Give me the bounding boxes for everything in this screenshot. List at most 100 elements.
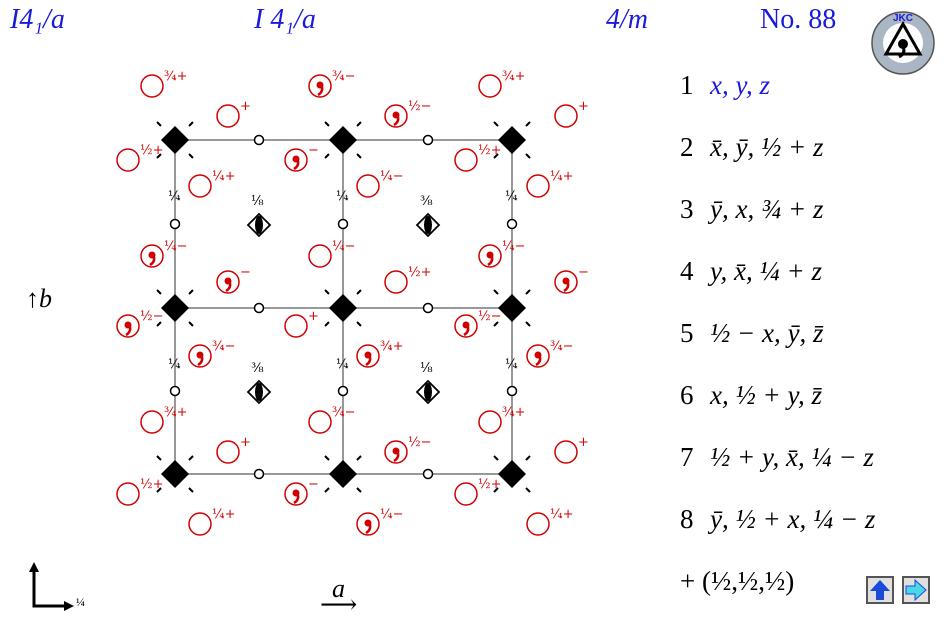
general-position-circle: ½+	[384, 265, 432, 294]
position-height-label: ½+	[140, 477, 164, 492]
height-indicator-label: ¼	[76, 595, 85, 609]
height-indicator-icon: ¼	[29, 562, 85, 611]
general-position-circle: +	[554, 99, 589, 128]
general-position-circle: −	[216, 265, 251, 294]
position-height-label: ¾+	[164, 405, 188, 420]
general-position-circle: ¼−	[140, 239, 188, 268]
position-height-label: ¼−	[332, 239, 356, 254]
general-position-circle: ¾+	[140, 405, 188, 434]
general-position-circle: ½−	[384, 99, 432, 128]
inversion-height-label: ⅛	[251, 194, 264, 209]
general-position-circle: ¼+	[526, 507, 574, 536]
space-group-number: No. 88	[760, 4, 837, 35]
general-position-circle: ¾−	[188, 339, 236, 368]
inversion-centre-icon	[337, 385, 349, 397]
general-position-circle: +	[216, 99, 251, 128]
position-height-label: ¼+	[212, 169, 236, 184]
general-position-circle: ½+	[454, 477, 502, 506]
position-height-label: ½+	[140, 143, 164, 158]
general-position-circle: −	[284, 477, 319, 506]
position-height-label: −	[308, 477, 319, 492]
general-position-circle: ¾−	[526, 339, 574, 368]
position-height-label: ½+	[478, 477, 502, 492]
general-position-circle: ½+	[116, 477, 164, 506]
rotoinversion-axis-symbol	[493, 455, 531, 493]
inversion-centre-icon	[253, 468, 265, 480]
rotoinversion-axis-symbol	[324, 289, 362, 327]
point-group: 4/m	[606, 4, 648, 35]
general-position-circle: ¼+	[526, 169, 574, 198]
position-height-label: +	[308, 309, 319, 324]
position-height-label: ¾−	[332, 69, 356, 84]
position-height-label: ¾−	[332, 405, 356, 420]
screw-axis-symbol: ⅛	[415, 361, 441, 405]
general-position-circle: ¼−	[308, 239, 356, 268]
next-button[interactable]	[902, 576, 930, 604]
position-height-label: ½−	[478, 309, 502, 324]
position-height-label: +	[240, 99, 251, 114]
inversion-centre-icon	[506, 385, 518, 397]
inversion-centre-icon	[169, 218, 181, 230]
general-position-circle: ½−	[116, 309, 164, 338]
inversion-centre-icon	[337, 218, 349, 230]
general-position-circle: ¾+	[478, 69, 526, 98]
general-position-circle: ¼+	[188, 169, 236, 198]
position-height-label: ¼+	[550, 169, 574, 184]
inversion-centre-icon	[169, 385, 181, 397]
full-symbol: I 4₁/a	[254, 4, 316, 35]
general-position-circle: ¾+	[140, 69, 188, 98]
general-position-circle: +	[284, 309, 319, 338]
screw-axis-symbol: ⅛	[246, 194, 272, 238]
rotoinversion-axis-symbol	[156, 121, 194, 159]
height-label: ¼	[505, 357, 518, 372]
general-positions: ¾+¾−¾++½−+½+−½+¼+¼−¼+¼−¼−¼−−½+−½−+½−¾−¾+…	[116, 69, 589, 536]
position-height-label: ¼−	[164, 239, 188, 254]
position-height-label: ¼−	[380, 507, 404, 522]
general-position-circle: +	[216, 435, 251, 464]
rotoinversion-axis-symbol	[324, 455, 362, 493]
inversion-centre-icon	[422, 468, 434, 480]
general-position-circle: ¼+	[188, 507, 236, 536]
screw-axis-symbol: ⅜	[246, 361, 272, 405]
rotoinversion-axis-symbol	[324, 121, 362, 159]
up-button[interactable]	[866, 576, 894, 604]
inversion-centre-icon	[506, 218, 518, 230]
position-height-label: ½+	[408, 265, 432, 280]
general-position-circle: ¾−	[308, 69, 356, 98]
position-height-label: −	[578, 265, 589, 280]
screw-axis-symbol: ⅜	[415, 194, 441, 238]
general-position-circle: ¾+	[478, 405, 526, 434]
position-height-label: −	[308, 143, 319, 158]
centering-translation: + (½,½,½)	[680, 566, 795, 596]
rotoinversion-axis-symbol	[493, 121, 531, 159]
position-height-label: ¼−	[502, 239, 526, 254]
height-label: ¼	[336, 189, 349, 204]
general-position-circle: ¼−	[356, 169, 404, 198]
short-symbol: I4₁/a	[10, 4, 65, 35]
position-height-label: ¾+	[380, 339, 404, 354]
inversion-height-label: ⅛	[420, 361, 433, 376]
position-height-label: ¾+	[502, 69, 526, 84]
height-label: ¼	[336, 357, 349, 372]
jkc-logo[interactable]: JKC	[870, 10, 936, 76]
general-position-circle: +	[554, 435, 589, 464]
position-height-label: ½+	[478, 143, 502, 158]
height-label: ¼	[168, 357, 181, 372]
position-height-label: ¾+	[164, 69, 188, 84]
inversion-centre-icon	[422, 302, 434, 314]
height-label: ¼	[168, 189, 181, 204]
inversion-centre-icon	[253, 302, 265, 314]
position-height-label: −	[240, 265, 251, 280]
position-height-label: ¼+	[550, 507, 574, 522]
position-height-label: ½−	[408, 99, 432, 114]
general-position-circle: ¾−	[308, 405, 356, 434]
axis-a-label: a⟶	[320, 574, 358, 619]
general-position-circle: ¾+	[356, 339, 404, 368]
inversion-height-label: ⅜	[420, 194, 433, 209]
